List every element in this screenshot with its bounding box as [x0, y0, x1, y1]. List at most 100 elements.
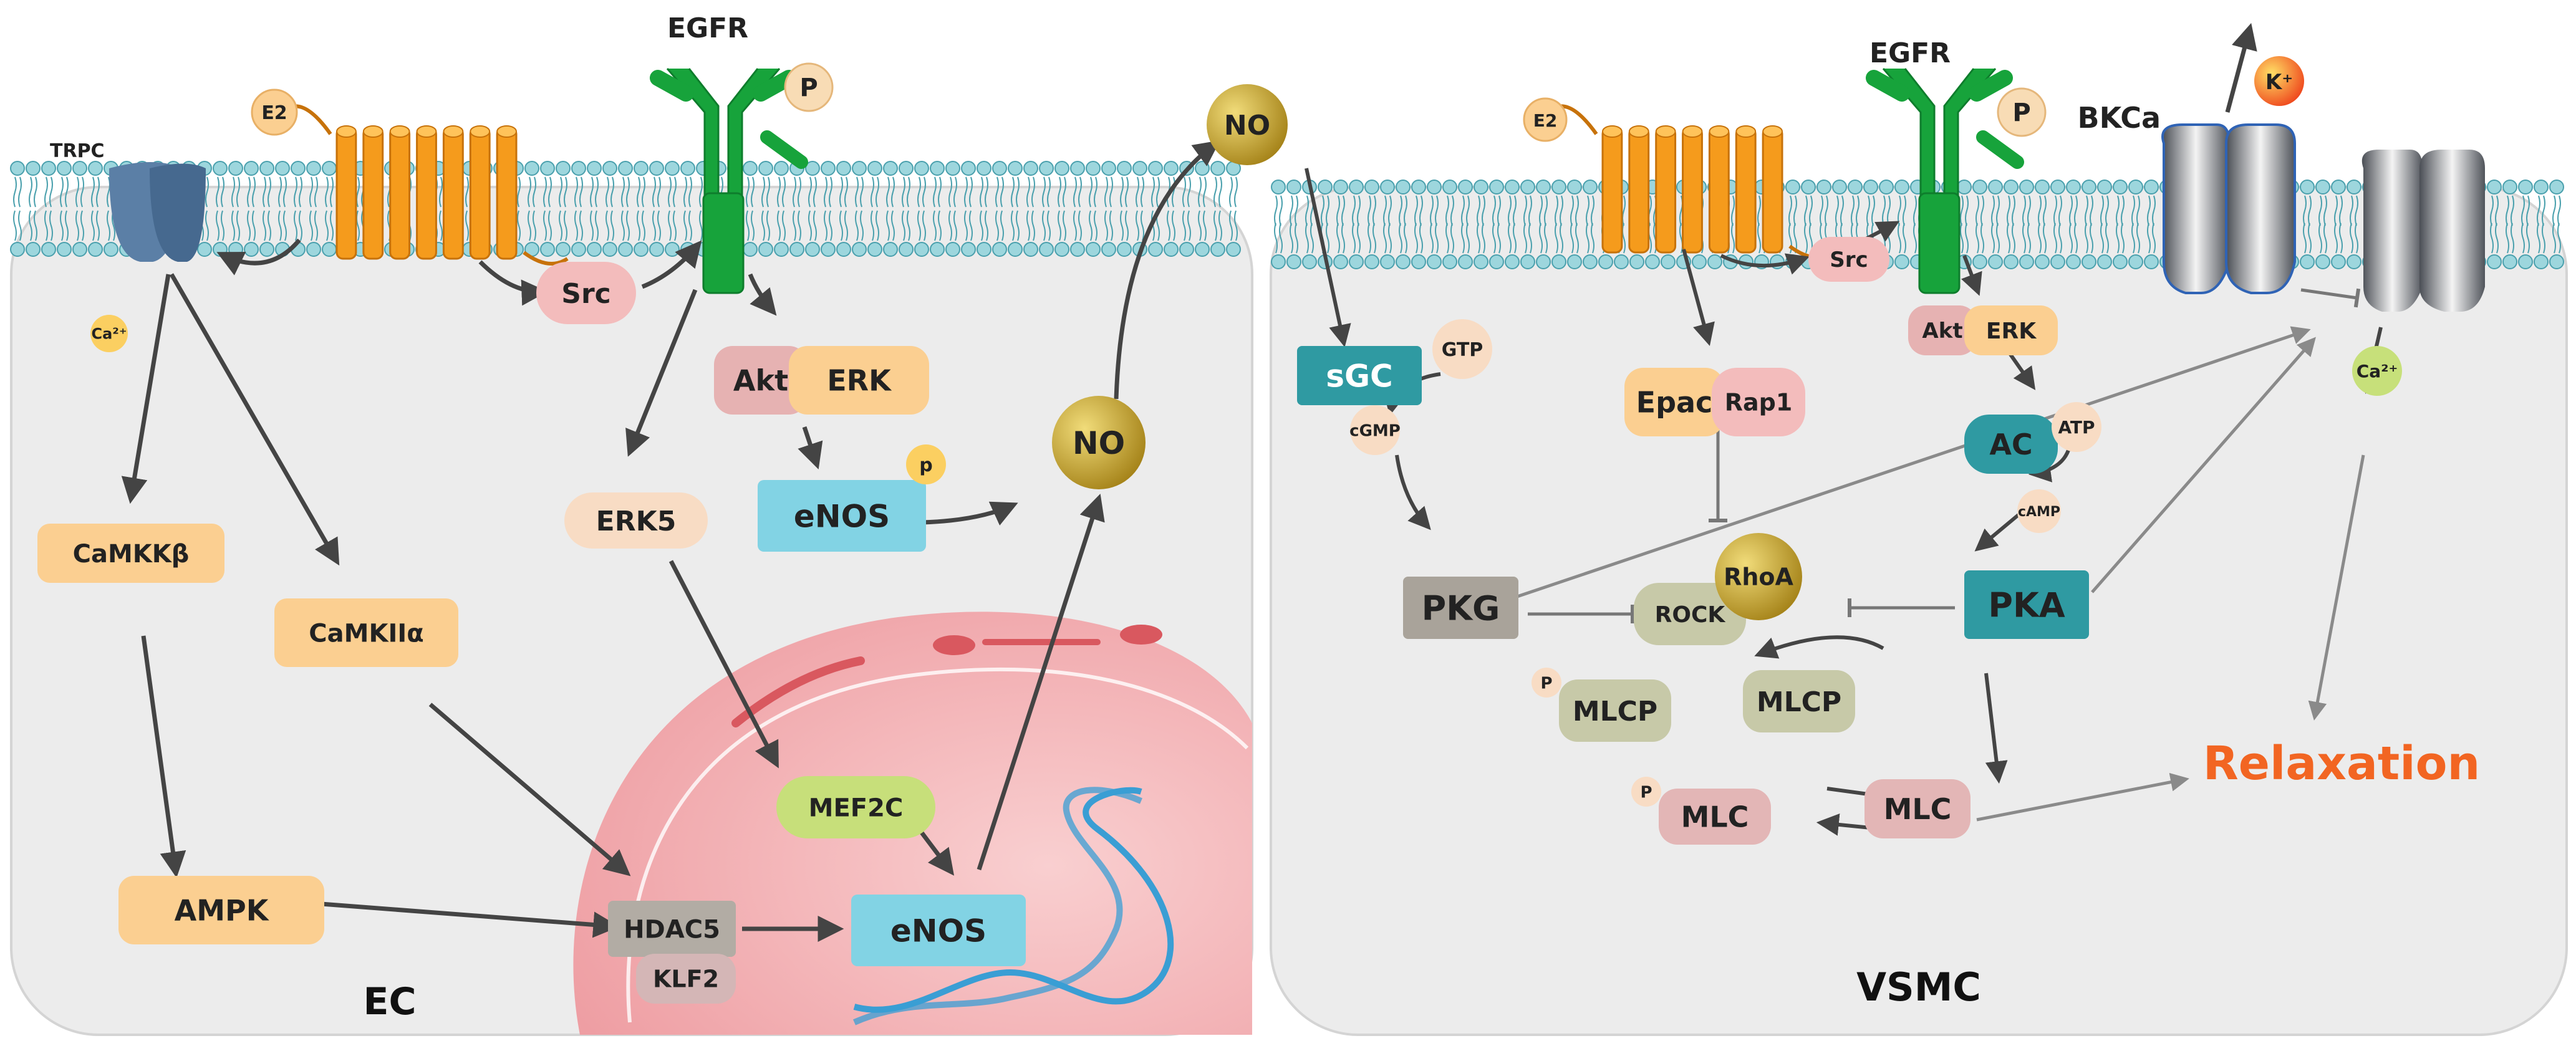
vsmc-rap1-label: Rap1 — [1725, 389, 1793, 416]
ec-gper-receptor — [279, 104, 569, 266]
bkca-channel — [2161, 123, 2296, 294]
ec-arrows — [121, 140, 1220, 942]
vsmc-egfr-phospho — [1997, 87, 2047, 137]
trpc-channel — [109, 162, 206, 262]
vsmc-epac: Epac — [1624, 368, 1724, 436]
vsmc-rap1: Rap1 — [1712, 368, 1805, 436]
ec-e2-label: E2 — [261, 102, 287, 124]
vsmc-epac-label: Epac — [1636, 386, 1713, 420]
vsmc-grey-arrows — [1515, 326, 2365, 822]
vsmc-mlc-p: MLC — [1659, 789, 1771, 845]
vsmc-mlcp-p: MLCP — [1559, 679, 1671, 742]
vsmc-sgc-label: sGC — [1326, 358, 1393, 395]
ec-erk: ERK — [789, 346, 929, 415]
vsmc-gtp-label: GTP — [1442, 339, 1483, 361]
vsmc-ac-label: AC — [1989, 428, 2032, 461]
vsmc-e2-ligand — [1523, 97, 1568, 142]
ec-camkiia: CaMKIIα — [274, 598, 458, 667]
vsmc-cell-label: VSMC — [1856, 964, 1981, 1010]
vsmc-camp-label: cAMP — [2018, 504, 2060, 520]
vsmc-src-label: Src — [1830, 247, 1868, 272]
vsmc-mlc: MLC — [1864, 779, 1971, 838]
vsmc-ac: AC — [1964, 415, 2058, 474]
vsmc-camp: cAMP — [2017, 489, 2061, 533]
ec-no-top-label: NO — [1224, 110, 1270, 142]
ec-egfr-label: EGFR — [667, 12, 748, 44]
ec-e2-ligand — [251, 89, 298, 136]
ec-no-top: NO — [1207, 84, 1288, 165]
ec-enos-phospho: p — [906, 444, 946, 484]
ec-camkiia-label: CaMKIIα — [309, 619, 423, 648]
vsmc-rock: ROCK — [1634, 583, 1746, 645]
ec-mef2c: MEF2C — [776, 776, 935, 838]
ec-no-mid: NO — [1052, 396, 1146, 489]
vsmc-e2-label: E2 — [1533, 110, 1558, 131]
vsmc-rhoa-label: RhoA — [1724, 564, 1793, 591]
vsmc-inhibition-lines — [1528, 288, 2361, 623]
vsmc-egfr-p-label: P — [2012, 98, 2030, 127]
ec-src: Src — [536, 262, 636, 324]
vsmc-mlcp-phospho-label: P — [1540, 674, 1552, 693]
vsmc-ca-ion: Ca²⁺ — [2352, 346, 2402, 396]
ec-cell-label: EC — [363, 980, 416, 1024]
vsmc-atp: ATP — [2052, 402, 2101, 452]
ec-trpc-label: TRPC — [50, 140, 105, 162]
ec-akt: Akt — [714, 346, 808, 415]
vsmc-src: Src — [1808, 237, 1889, 282]
vsmc-pka: PKA — [1964, 570, 2089, 639]
vsmc-cgmp: cGMP — [1349, 405, 1401, 455]
ec-egfr-p-label: P — [799, 74, 818, 102]
ec-src-label: Src — [561, 278, 610, 310]
ec-ampk-label: AMPK — [175, 894, 270, 928]
vsmc-efflux-arrow — [2225, 22, 2257, 113]
ec-mef2c-label: MEF2C — [809, 794, 904, 822]
vsmc-rhoa: RhoA — [1715, 533, 1802, 620]
vsmc-mlc-label: MLC — [1884, 792, 1952, 826]
bkca-label: BKCa — [2078, 101, 2161, 135]
vsmc-cgmp-label: cGMP — [1349, 421, 1401, 440]
vsmc-ca-ion-label: Ca²⁺ — [2357, 361, 2398, 382]
vsmc-mlc-phospho: P — [1631, 777, 1661, 807]
ec-ca-ion: Ca²⁺ — [90, 315, 128, 352]
vsmc-mlc-p-label: MLC — [1681, 800, 1749, 834]
vsmc-mlcp-p-label: MLCP — [1573, 696, 1657, 727]
vsmc-pkg: PKG — [1403, 577, 1518, 639]
vsmc-erk-label: ERK — [1986, 319, 2037, 344]
ec-klf2-label: KLF2 — [653, 966, 719, 993]
ec-ca-ion-label: Ca²⁺ — [92, 325, 127, 343]
ec-no-mid-label: NO — [1073, 425, 1125, 461]
k-ion — [2254, 56, 2304, 106]
bkca-channel-2 — [2361, 150, 2485, 312]
ec-enos-cyto: eNOS — [758, 480, 926, 552]
ec-erk-label: ERK — [827, 364, 892, 398]
vsmc-akt: Akt — [1908, 305, 1977, 355]
ec-egfr-receptor — [650, 68, 808, 294]
vsmc-gtp: GTP — [1432, 319, 1492, 379]
vsmc-erk: ERK — [1964, 305, 2058, 355]
vsmc-pkg-label: PKG — [1422, 588, 1500, 628]
vsmc-mlcp-label: MLCP — [1757, 686, 1841, 718]
vsmc-rock-label: ROCK — [1655, 602, 1726, 628]
ec-hdac5-label: HDAC5 — [624, 915, 720, 944]
ec-camkkb: CaMKKβ — [37, 524, 224, 583]
vsmc-atp-label: ATP — [2058, 417, 2095, 438]
ec-ampk: AMPK — [118, 876, 324, 944]
vsmc-gper-receptor — [1545, 104, 1835, 259]
vsmc-sgc: sGC — [1297, 346, 1422, 405]
ec-hdac5: HDAC5 — [608, 901, 736, 957]
vsmc-mlc-phospho-label: P — [1640, 783, 1652, 802]
vsmc-akt-label: Akt — [1922, 319, 1962, 343]
relaxation-label: Relaxation — [2203, 737, 2480, 790]
vsmc-egfr-receptor — [1866, 68, 2024, 294]
vsmc-egfr-label: EGFR — [1869, 37, 1951, 69]
ec-enos-cyto-label: eNOS — [794, 499, 890, 535]
vsmc-mlcp: MLCP — [1743, 670, 1855, 732]
ec-akt-label: Akt — [733, 364, 788, 398]
vsmc-mlcp-phospho: P — [1532, 668, 1561, 698]
k-ion-label: K⁺ — [2265, 70, 2293, 95]
ec-egfr-phospho — [784, 62, 834, 112]
ec-camkkb-label: CaMKKβ — [73, 540, 190, 569]
ec-erk5-label: ERK5 — [596, 506, 677, 537]
ec-enos-nuc: eNOS — [851, 895, 1026, 966]
